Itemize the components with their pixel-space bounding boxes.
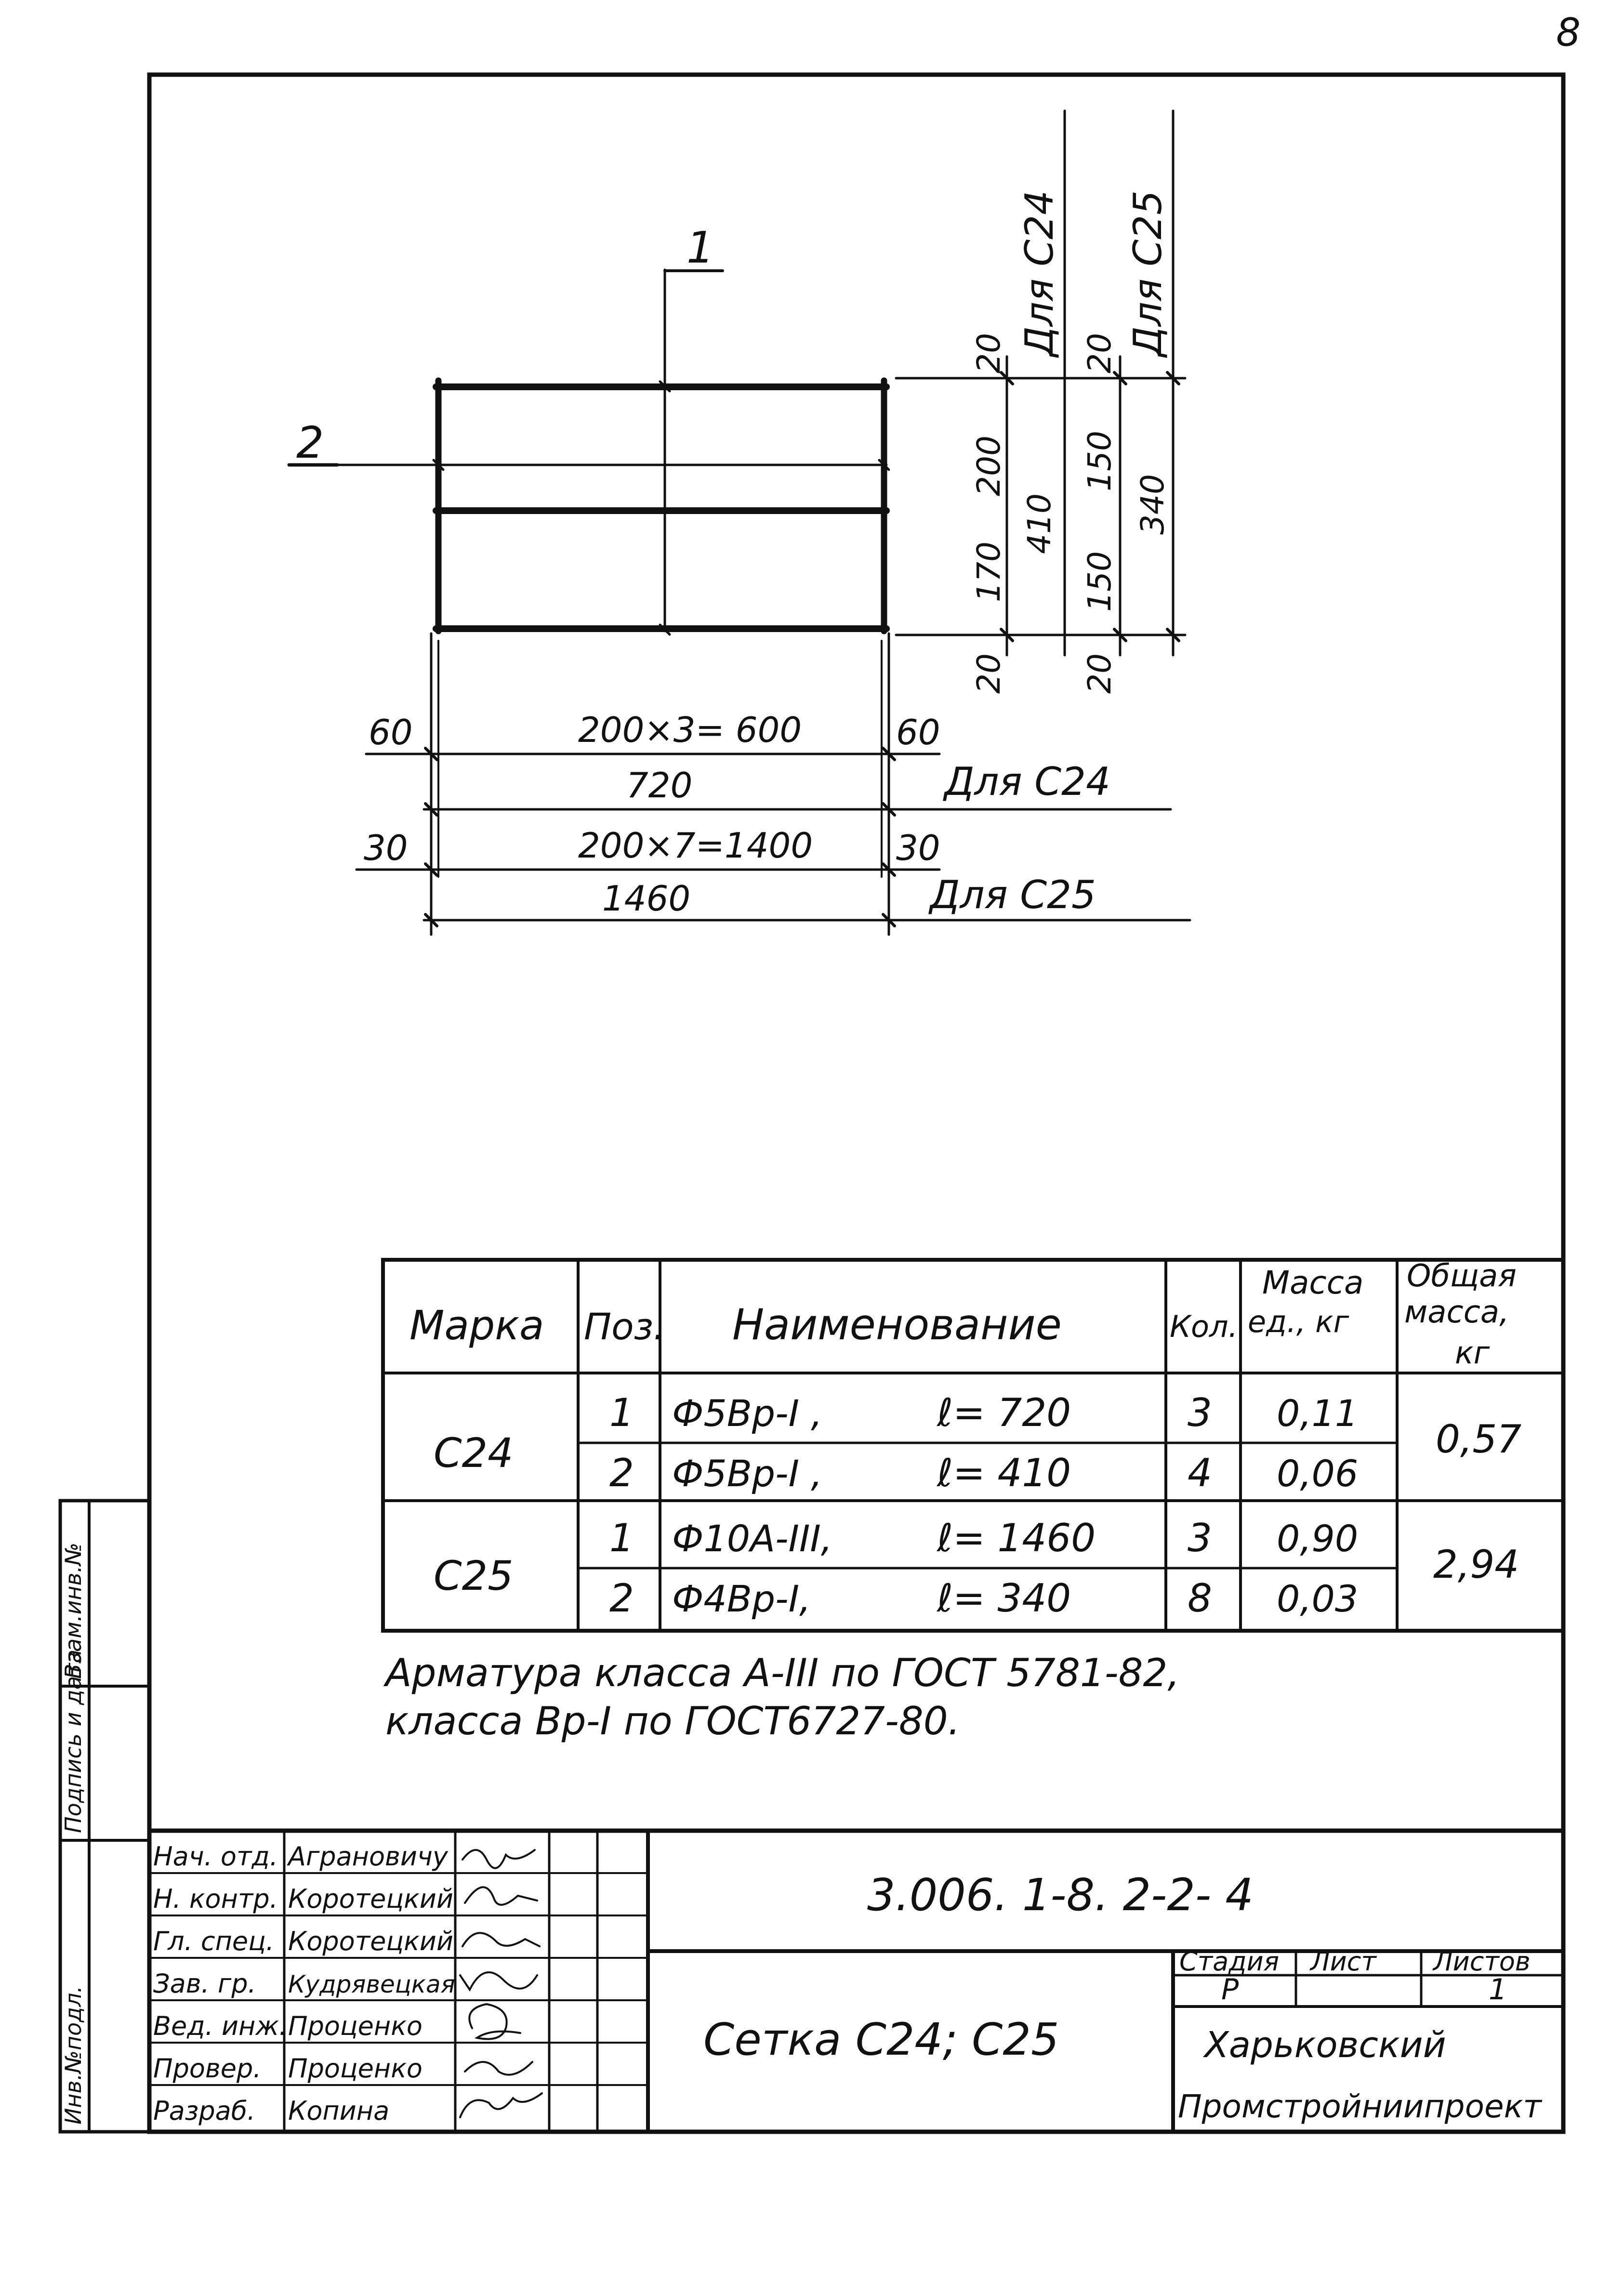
dim-c25-right-margin: 30 [896, 828, 940, 868]
row-c24-1-pos: 1 [609, 1390, 634, 1435]
dim-c24-total: 720 [626, 765, 692, 805]
row-c24-2-name: Ф5Вр-I , [672, 1452, 822, 1495]
header-total-mass-line1: Общая [1407, 1258, 1517, 1294]
note-line-1: Арматура класса А-III по ГОСТ 5781-82, [383, 1650, 1180, 1695]
dim-c25-lower: 150 [1081, 551, 1118, 612]
dim-c24-upper: 200 [970, 436, 1007, 496]
role-name: Проценко [288, 2053, 423, 2084]
row-c25-1-name: Ф10А-III, [672, 1517, 832, 1560]
row-c24-1-unit-mass: 0,11 [1277, 1392, 1358, 1435]
position-mark: 2 [296, 418, 324, 468]
title-block: Нач. отд. Аграновичу Н. контр. Коротецки… [147, 1828, 1566, 2134]
row-c24-1-qty: 3 [1188, 1390, 1212, 1435]
header-unit-mass-line2: ед., кг [1248, 1304, 1349, 1339]
side-stamp-signature-label: Подпись и дата [60, 1650, 86, 1833]
header-quantity: Кол. [1170, 1309, 1238, 1344]
signatures [459, 1849, 543, 2118]
sheets-value: 1 [1489, 1973, 1507, 2007]
dim-c25-total: 1460 [602, 878, 690, 919]
header-unit-mass-line1: Масса [1262, 1264, 1363, 1301]
row-c25-2-qty: 8 [1188, 1576, 1212, 1621]
role-label: Гл. спец. [153, 1926, 274, 1956]
row-c25-2-pos: 2 [609, 1576, 634, 1621]
dim-c24-top: 20 [970, 333, 1007, 373]
row-c24-2-pos: 2 [609, 1451, 634, 1495]
role-label: Вед. инж. [153, 2011, 287, 2041]
dim-c24-spacing: 200×3= 600 [578, 710, 802, 750]
stage-header: Стадия [1179, 1946, 1279, 1977]
row-c24-2-qty: 4 [1188, 1451, 1212, 1495]
dim-c24-right-margin: 60 [896, 712, 940, 753]
side-stamp: Инв.№подл. Подпись и дата Взам.инв.№ [58, 1499, 151, 2134]
row-c24-1-name: Ф5Вр-I , [672, 1392, 822, 1435]
role-label: Зав. гр. [153, 1968, 256, 1999]
spec-table: Марка Поз. Наименование Кол. Масса ед., … [381, 1258, 1565, 1633]
page-number: 8 [1556, 10, 1581, 55]
header-total-mass-line2: масса, [1404, 1294, 1509, 1330]
row-c25-1-qty: 3 [1188, 1516, 1212, 1560]
role-label: Н. контр. [153, 1884, 278, 1914]
role-name: Копина [288, 2096, 389, 2126]
dim-c25-label: Для С25 [928, 872, 1096, 917]
note-line-2: класса Вр-I по ГОСТ6727-80. [385, 1699, 960, 1743]
dim-c24-label: Для С24 [943, 759, 1110, 804]
dim-c25-bottom: 20 [1081, 653, 1118, 694]
dim-c25-top: 20 [1081, 333, 1118, 373]
row-c24-2-unit-mass: 0,06 [1277, 1452, 1358, 1495]
role-name: Проценко [288, 2011, 423, 2041]
row-c25-2-unit-mass: 0,03 [1277, 1577, 1358, 1620]
row-c25-2-name: Ф4Вр-I, [672, 1577, 811, 1620]
mark-c24: С24 [434, 1429, 514, 1477]
total-mass-c25: 2,94 [1433, 1542, 1519, 1587]
row-c25-1-unit-mass: 0,90 [1277, 1517, 1358, 1560]
dim-c25-spacing: 200×7=1400 [578, 825, 813, 866]
dim-label-c24: Для С24 [1017, 190, 1062, 358]
row-c25-1-pos: 1 [609, 1516, 634, 1560]
role-name: Аграновичу [287, 1841, 449, 1872]
header-position: Поз. [584, 1305, 665, 1348]
dim-c25-total: 340 [1134, 474, 1171, 535]
stage-value: Р [1221, 1973, 1239, 2007]
horizontal-dimensions: 60 200×3= 600 60 720 Для С24 30 200×7=14… [355, 632, 1191, 936]
drawing-frame [147, 72, 1566, 2134]
dim-c24-bottom: 20 [970, 653, 1007, 694]
organization-line-1: Харьковский [1202, 2024, 1446, 2066]
role-name: Коротецкий [288, 1926, 453, 1956]
dim-c24-lower: 170 [970, 541, 1007, 602]
role-label: Провер. [153, 2053, 261, 2084]
header-mark: Марка [409, 1302, 544, 1349]
row-c25-2-length: ℓ= 340 [936, 1576, 1071, 1621]
role-name: Коротецкий [288, 1884, 453, 1914]
sheet-header: Лист [1309, 1946, 1377, 1977]
organization-line-2: Промстройниипроект [1178, 2088, 1543, 2125]
role-label: Разраб. [153, 2096, 255, 2126]
mesh-drawing: 1 2 [287, 223, 890, 636]
row-c24-1-length: ℓ= 720 [936, 1390, 1071, 1435]
drawing-title: Сетка С24; С25 [703, 2014, 1059, 2065]
vertical-dimensions: Для С24 Для С25 20 200 410 170 20 20 150… [895, 109, 1187, 694]
side-stamp-replace-label: Взам.инв.№ [60, 1543, 86, 1679]
header-name: Наименование [732, 1300, 1062, 1349]
side-stamp-inv-label: Инв.№подл. [60, 1986, 86, 2125]
sheets-header: Листов [1432, 1946, 1531, 1977]
row-c25-1-length: ℓ= 1460 [936, 1516, 1096, 1560]
section-mark: 1 [687, 223, 714, 273]
dim-label-c25: Для С25 [1125, 190, 1170, 358]
dim-c24-total: 410 [1021, 493, 1058, 554]
total-mass-c24: 0,57 [1436, 1417, 1521, 1462]
dim-c24-left-margin: 60 [369, 712, 413, 753]
role-name: Кудрявецкая [288, 1970, 455, 1998]
document-code: 3.006. 1-8. 2-2- 4 [867, 1869, 1254, 1921]
header-total-mass-line3: кг [1455, 1335, 1490, 1371]
dim-c25-upper: 150 [1081, 431, 1118, 491]
row-c24-2-length: ℓ= 410 [936, 1451, 1071, 1495]
dim-c25-left-margin: 30 [364, 828, 408, 868]
role-label: Нач. отд. [153, 1841, 278, 1872]
mark-c25: С25 [434, 1552, 514, 1599]
